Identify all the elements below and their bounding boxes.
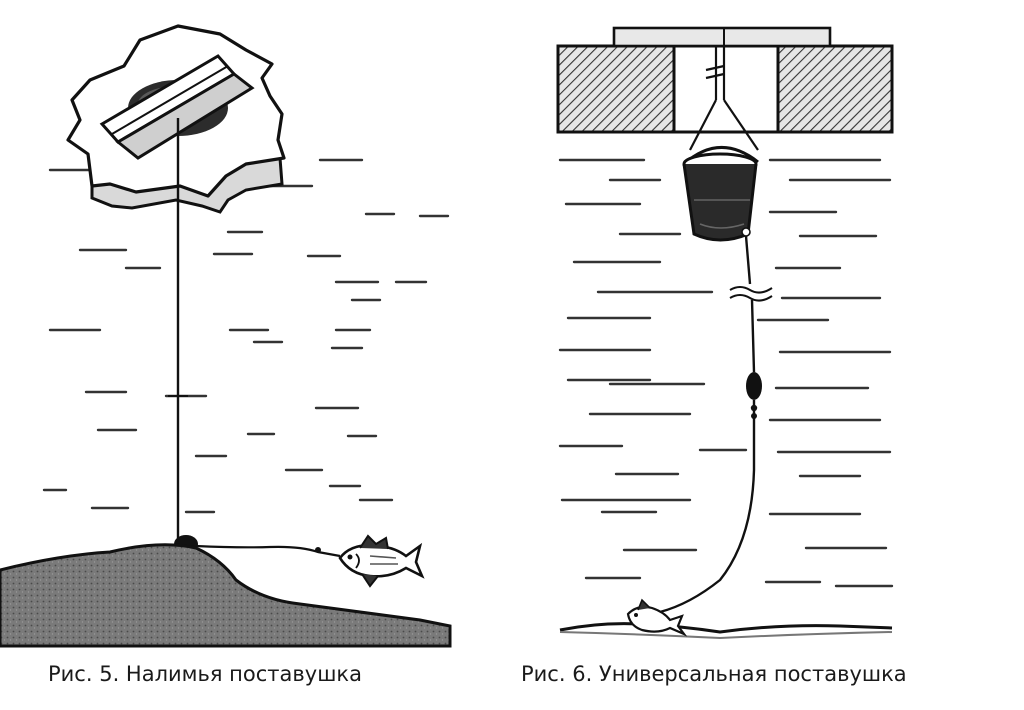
figure-6-caption: Рис. 6. Универсальная поставушка — [521, 662, 907, 686]
riverbed-left — [0, 543, 452, 648]
water-dashes-left — [42, 158, 450, 514]
figure-5-burbot-setline — [0, 24, 452, 648]
crossboard — [612, 26, 832, 48]
fishing-line-right — [659, 235, 756, 614]
figure-6-universal-setline — [556, 26, 894, 640]
line-break-marks — [729, 286, 773, 302]
ice-block — [66, 24, 286, 214]
bucket-icon — [682, 146, 759, 242]
riverbed-right — [559, 622, 893, 634]
ice-slab-right — [776, 44, 894, 134]
leash-line — [195, 544, 341, 558]
bait-fish-small-icon — [626, 598, 688, 637]
figure-5-caption: Рис. 5. Налимья поставушка — [48, 662, 362, 686]
hanger-cord — [689, 46, 759, 151]
water-dashes-right — [558, 158, 894, 588]
float-weight — [746, 372, 762, 400]
bait-fish-icon — [338, 534, 425, 588]
ice-slab-left — [556, 44, 676, 134]
